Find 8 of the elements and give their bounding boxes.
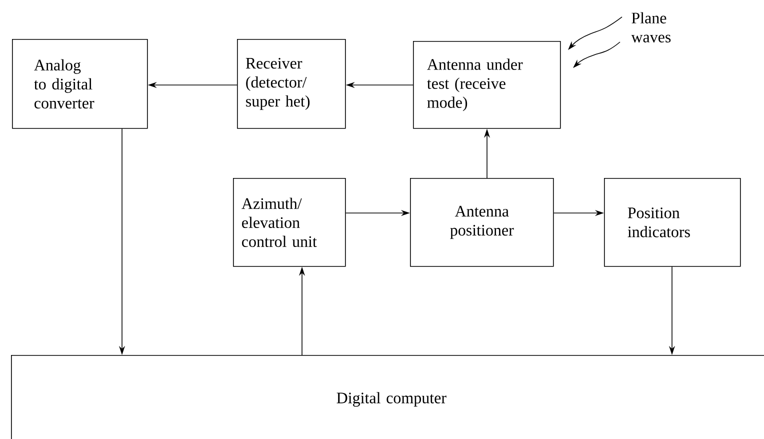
process-box: Receiver (detector/ super het) bbox=[237, 39, 346, 129]
process-box: Azimuth/ elevation control unit bbox=[233, 178, 346, 267]
process-box: Analog to digital converter bbox=[12, 39, 148, 129]
computer-box: Digital computer bbox=[11, 354, 764, 439]
process-box: Antenna positioner bbox=[410, 178, 554, 267]
process-box: Antenna under test (receive mode) bbox=[413, 41, 561, 129]
label: Plane waves bbox=[631, 12, 671, 42]
process-box: Position indicators bbox=[604, 178, 741, 267]
